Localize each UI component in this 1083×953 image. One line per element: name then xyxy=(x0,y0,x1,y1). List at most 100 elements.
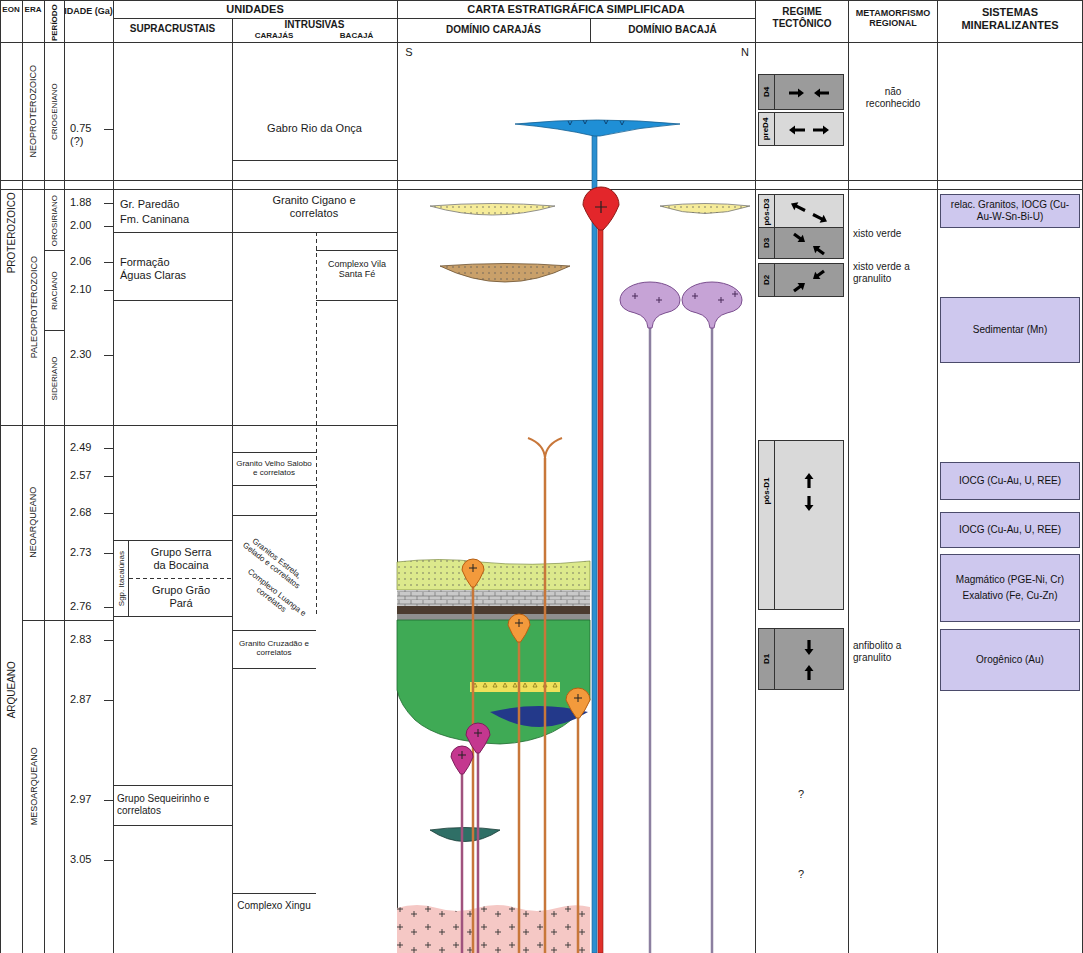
age-value: 2.73 xyxy=(70,546,102,559)
regime-label: pós-D1 xyxy=(763,477,771,504)
xingu-basement xyxy=(397,905,590,953)
column-header: ERA xyxy=(22,5,44,14)
carbonate-layer xyxy=(397,590,590,606)
mineral-system-box: Sedimentar (Mn) xyxy=(940,297,1080,363)
unit-name: Grupo Sequeirinho e correlatos xyxy=(117,793,212,816)
stress-arrow xyxy=(805,665,814,680)
intrusive-name: Complexo Xingu xyxy=(234,900,314,912)
era-label: PALEOPROTEROZOICO xyxy=(29,256,39,358)
sedimentary-lens-pattern xyxy=(660,204,750,214)
age-value: 0.75 (?) xyxy=(70,122,102,147)
tectonic-regime-box: D2 xyxy=(758,263,844,297)
granite-symbol xyxy=(458,564,582,759)
bacaja-pluton xyxy=(620,282,680,328)
paleoproterozoic-granite xyxy=(583,187,619,230)
greenstone-lens xyxy=(430,828,500,842)
column-header: PERÍODO xyxy=(50,4,59,41)
regime-label: preD4 xyxy=(762,118,770,141)
intrusive-name: Granito Cigano e correlatos xyxy=(259,194,369,219)
age-value: 2.30 xyxy=(70,348,102,361)
regime-label: D2 xyxy=(763,275,771,285)
iron-formation-layer xyxy=(470,682,560,692)
xingu-basement-pattern xyxy=(397,905,590,953)
grey-layer xyxy=(397,614,590,620)
neoarchean-pluton xyxy=(566,688,590,718)
column-header: CARTA ESTRATIGRÁFICA SIMPLIFICADA xyxy=(397,3,755,16)
age-value: 2.87 xyxy=(70,693,102,706)
metamorphism-grade: xisto verde a granulito xyxy=(853,261,935,284)
age-value: 1.88 xyxy=(70,196,102,209)
column-header: SUPRACRUSTAIS xyxy=(113,23,232,35)
stress-arrows xyxy=(775,629,843,691)
mineral-system-box: relac. Granitos, IOCG (Cu-Au-W-Sn-Bi-U) xyxy=(940,194,1080,228)
age-value: 3.05 xyxy=(70,853,102,866)
mafic-dyke xyxy=(592,132,597,953)
carbonate-layer-pattern xyxy=(397,590,590,606)
mineral-system-box: IOCG (Cu-Au, U, REE) xyxy=(940,462,1080,500)
mineral-system-text: Sedimentar (Mn) xyxy=(973,324,1047,336)
stress-arrow xyxy=(812,213,827,223)
stress-arrows xyxy=(775,113,843,147)
iron-formation-layer-pattern xyxy=(470,682,560,692)
eon-label: PROTEROZOICO xyxy=(6,192,18,273)
direction-label: S xyxy=(402,46,416,59)
regime-label: D1 xyxy=(763,654,771,664)
mineral-system-text: Orogênico (Au) xyxy=(976,654,1044,666)
mineral-system-box: Orogênico (Au) xyxy=(940,629,1080,691)
stress-arrow xyxy=(791,202,806,212)
stress-arrow xyxy=(789,126,805,135)
neoarchean-pluton xyxy=(462,559,484,587)
age-value: 2.49 xyxy=(70,441,102,454)
bacaja-pluton xyxy=(682,282,742,328)
granite-feeder xyxy=(598,226,603,953)
stress-arrow xyxy=(805,640,814,655)
era-label: NEOARQUEANO xyxy=(28,487,38,558)
unit-name: Grupo Serra da Bocaina xyxy=(145,546,217,571)
unit-name: Gr. Paredão xyxy=(120,198,228,211)
column-header: UNIDADES xyxy=(113,3,397,16)
era-label: MESOARQUEANO xyxy=(28,747,38,825)
mineral-system-text: IOCG (Cu-Au, U, REE) xyxy=(959,524,1061,536)
intrusive-name: Complexo Vila Santa Fé xyxy=(318,259,396,280)
volcano-sedimentary-layer xyxy=(397,560,590,591)
mineral-system-text: relac. Granitos, IOCG (Cu-Au-W-Sn-Bi-U) xyxy=(948,199,1072,223)
metamorphism-grade: não reconhecido xyxy=(857,86,929,109)
granite-symbol xyxy=(632,291,738,303)
period-label: SIDERIANO xyxy=(50,356,59,400)
stress-arrow xyxy=(813,246,825,255)
intrusive-name: Granito Velho Salobo e correlatos xyxy=(234,459,314,477)
age-value: 2.10 xyxy=(70,283,102,296)
sedimentary-lens-pattern xyxy=(430,204,555,216)
tectonic-regime-box: D3 xyxy=(758,227,844,259)
age-value: 2.76 xyxy=(70,600,102,613)
dark-layer xyxy=(397,606,590,614)
sedimentary-lens xyxy=(430,204,555,216)
period-label: RIACIANO xyxy=(50,271,59,310)
eon-label: ARQUEANO xyxy=(6,661,18,718)
stress-arrow xyxy=(813,126,829,135)
age-value: 2.57 xyxy=(70,469,102,482)
period-label: CRIOGENIANO xyxy=(50,83,59,140)
gabbro-symbol xyxy=(568,120,624,125)
period-label: OROSIRIANO xyxy=(50,195,59,246)
column-header: SISTEMAS MINERALIZANTES xyxy=(938,6,1082,31)
column-header: EON xyxy=(0,5,22,14)
stress-arrow xyxy=(814,89,829,98)
regime-label: D4 xyxy=(763,87,771,97)
stress-arrow xyxy=(813,270,825,279)
column-header: IDADE (Ga) xyxy=(64,6,113,16)
mesoarchean-pluton xyxy=(451,746,473,774)
stress-arrows xyxy=(775,441,843,611)
mineral-system-text: Magmático (PGE-Ni, Cr) xyxy=(956,574,1064,586)
column-header: METAMORFISMO REGIONAL xyxy=(849,8,937,29)
column-subheader: CARAJÁS xyxy=(232,31,316,40)
metamorphism-grade: anfibolito a granulito xyxy=(853,640,935,663)
age-value: 2.83 xyxy=(70,633,102,646)
stress-arrow xyxy=(805,473,814,488)
gabbro-sill xyxy=(515,120,680,136)
stress-arrows xyxy=(775,75,843,111)
stress-arrows xyxy=(775,264,843,298)
age-value: 2.97 xyxy=(70,793,102,806)
mafic-volcanic-body xyxy=(397,620,590,744)
